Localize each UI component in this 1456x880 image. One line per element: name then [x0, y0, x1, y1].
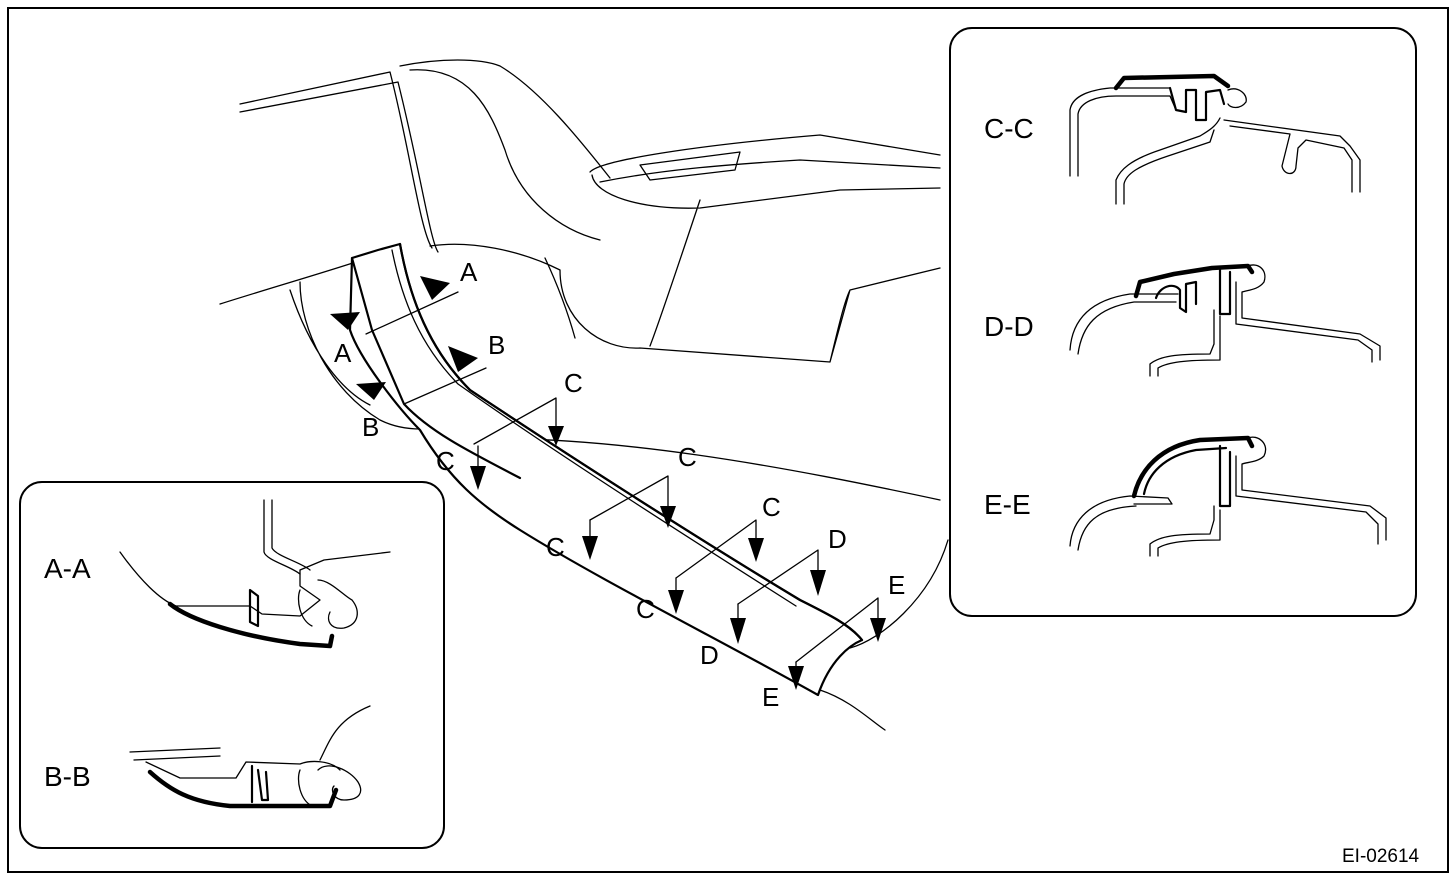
arrow-a-2: [330, 312, 360, 330]
inset-right-frame: [949, 27, 1417, 617]
label-c-6: C: [636, 594, 655, 624]
inset-left-frame: [19, 481, 445, 849]
section-bb-drawing: [129, 705, 371, 809]
arrow-b-1: [448, 346, 478, 372]
main-drawing: A A B B C C C C C C D D E E: [219, 59, 949, 731]
label-b-right: B: [488, 330, 505, 360]
section-ee-drawing: [1069, 435, 1387, 557]
label-d-2: D: [700, 640, 719, 670]
arrow-c-4: [582, 536, 598, 560]
pillar-outline: [239, 71, 439, 253]
arrow-d-1: [810, 570, 826, 596]
inset-label-bb: B-B: [44, 761, 91, 792]
roof-curve: [399, 59, 611, 241]
outer-frame: [7, 7, 1449, 873]
arrow-c-2: [470, 466, 486, 490]
label-a-right: A: [460, 257, 478, 287]
inset-label-cc: C-C: [984, 113, 1034, 144]
section-cc-drawing: [1069, 73, 1361, 205]
label-a-left: A: [334, 338, 352, 368]
inset-left: A-A B-B: [19, 481, 445, 849]
arrow-d-2: [730, 618, 746, 644]
cut-lines: [330, 276, 886, 690]
arrow-c-6: [668, 590, 684, 614]
label-d-1: D: [828, 524, 847, 554]
arrow-c-5: [748, 538, 764, 562]
label-c-4: C: [546, 532, 565, 562]
label-e-2: E: [762, 682, 779, 712]
label-c-2: C: [436, 446, 455, 476]
sill-trim-edge: [398, 242, 864, 642]
label-c-3: C: [678, 442, 697, 472]
label-b-left: B: [362, 412, 379, 442]
inset-right: C-C D-D E-E: [949, 27, 1417, 617]
sill-trim-inner: [391, 249, 797, 607]
section-aa-drawing: [119, 499, 391, 649]
door-panel: [429, 134, 941, 363]
label-c-5: C: [762, 492, 781, 522]
inset-label-ee: E-E: [984, 489, 1031, 520]
inset-label-dd: D-D: [984, 311, 1034, 342]
label-c-1: C: [564, 368, 583, 398]
label-e-1: E: [888, 570, 905, 600]
inset-label-aa: A-A: [44, 553, 91, 584]
figure-code: EI-02614: [1342, 846, 1420, 867]
arrow-a-1: [420, 276, 450, 300]
arrow-c-1: [548, 426, 564, 446]
arrow-c-3: [660, 506, 676, 528]
arrow-e-2: [788, 666, 804, 690]
arrow-e-1: [870, 618, 886, 642]
section-dd-drawing: [1069, 263, 1381, 377]
arrow-b-2: [356, 382, 386, 400]
